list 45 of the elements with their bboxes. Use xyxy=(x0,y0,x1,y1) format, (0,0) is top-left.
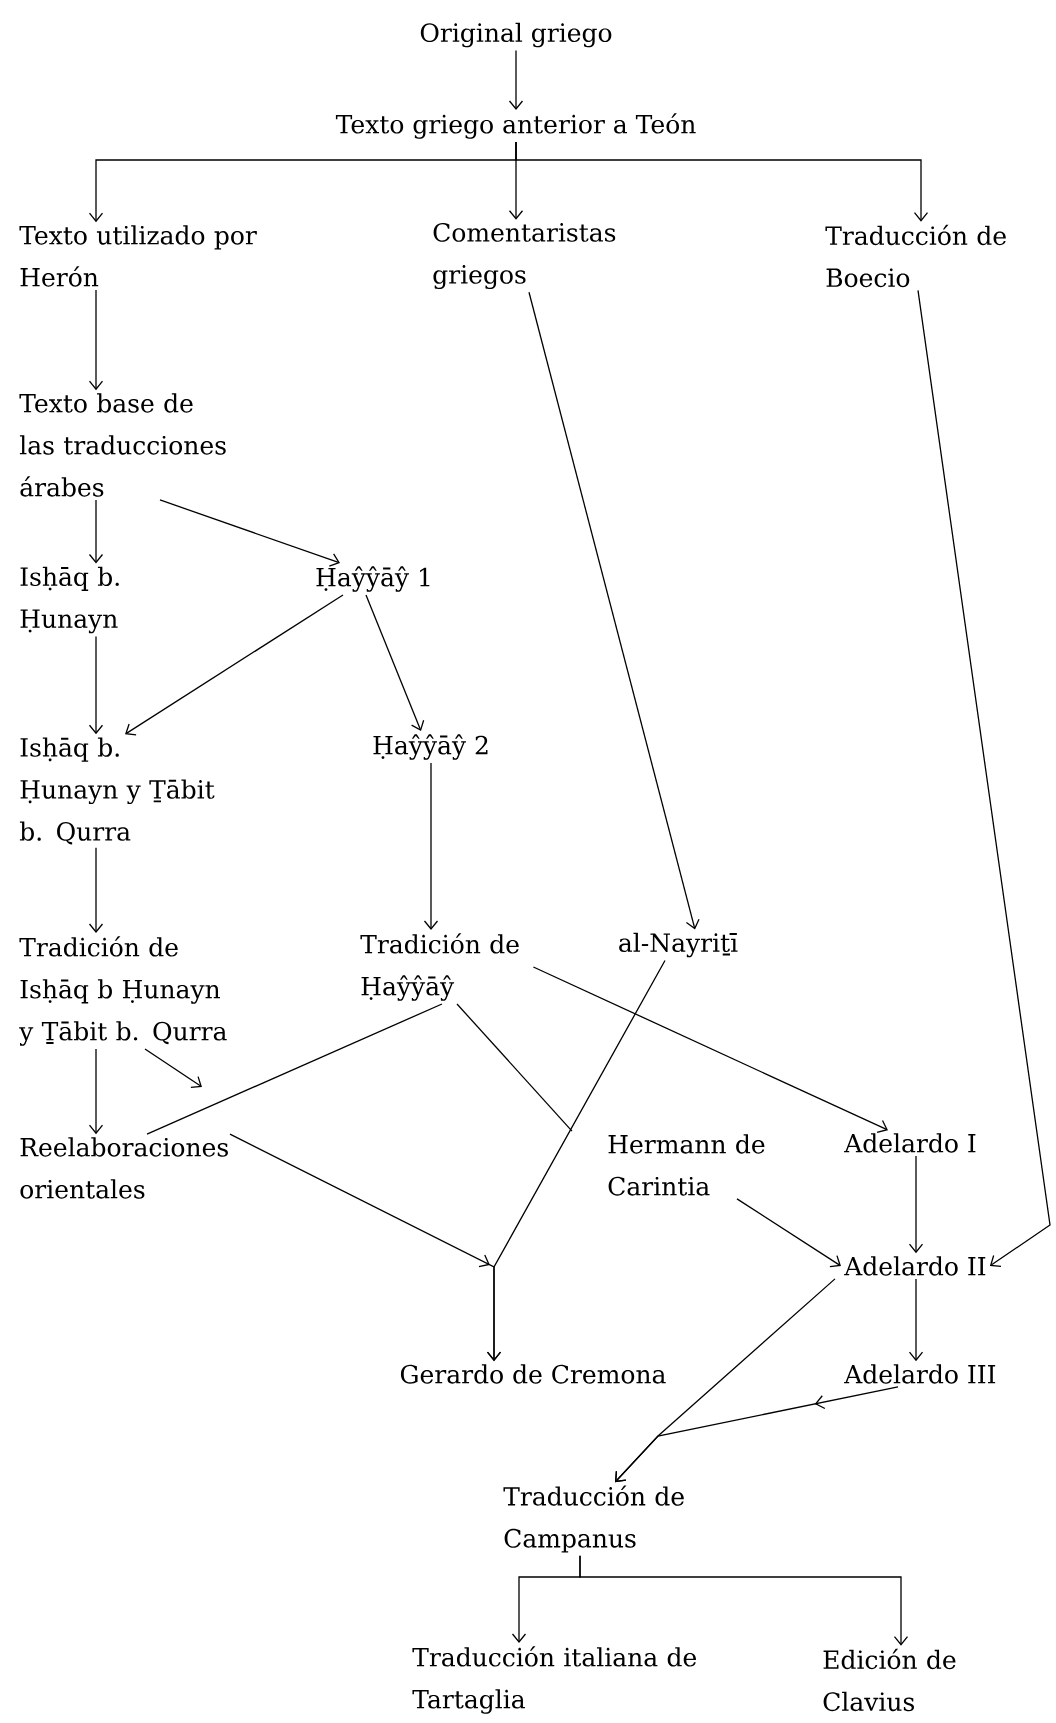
stage-label: Texto griego anterior a Teón xyxy=(335,113,696,139)
arrow xyxy=(88,635,104,735)
arrow xyxy=(144,1048,202,1089)
stage-label: Reelaboraciones orientales xyxy=(20,1137,228,1199)
stage-label: Original griego xyxy=(420,22,612,48)
stage-label: al-Nayriṯī xyxy=(619,932,738,958)
stage-label: Ḥaŷŷāŷ 1 xyxy=(316,566,430,592)
arrow xyxy=(908,1155,924,1254)
arrow xyxy=(88,1048,104,1135)
stage-label: Hermann de Carintia xyxy=(608,1134,765,1196)
arrow xyxy=(125,594,344,736)
stage-label: Gerardo de Cremona xyxy=(400,1364,666,1384)
arrow xyxy=(508,49,524,111)
stage-label: Tradición de Ḥaŷŷāŷ xyxy=(360,933,519,1001)
stage-label: Traducción italiana de Tartaglia xyxy=(412,1646,696,1714)
stage-label: Texto utilizado por Herón xyxy=(19,225,257,287)
stage-label: Traducción de Boecio xyxy=(825,224,1006,288)
arrow xyxy=(88,847,104,934)
arrow xyxy=(229,1133,502,1362)
connector-line xyxy=(456,1003,573,1132)
stage-label: Adelardo I xyxy=(844,1133,976,1153)
arrow xyxy=(423,762,439,931)
arrow xyxy=(532,966,888,1133)
arrow xyxy=(736,1198,841,1268)
arrow xyxy=(528,291,700,930)
stage-label: Adelardo II xyxy=(844,1256,986,1276)
arrow xyxy=(579,1555,909,1646)
arrow xyxy=(159,499,340,567)
arrow xyxy=(615,1386,899,1483)
stage-label: Isḥāq b. Ḥunayn xyxy=(20,566,119,634)
stage-label: Comentaristas griegos xyxy=(433,222,616,290)
arrow xyxy=(365,594,425,732)
stage-label: Ḥaŷŷāŷ 2 xyxy=(373,734,488,760)
arrow xyxy=(88,289,104,391)
stage-label: Tradición de Isḥāq b Ḥunayn y Ṯābit b. Qurra xyxy=(19,936,227,1046)
arrow xyxy=(515,141,929,222)
arrow xyxy=(908,1278,924,1362)
stage-label: Adelardo III xyxy=(844,1364,996,1384)
arrow xyxy=(88,499,104,564)
stage-label: Edición de Clavius xyxy=(823,1648,956,1712)
stage-label: Texto base de las traducciones árabes xyxy=(19,393,226,497)
connector-line xyxy=(146,1003,443,1135)
stage-label: Isḥāq b. Ḥunayn y Ṯābit b. Qurra xyxy=(19,737,215,845)
arrow xyxy=(917,289,1051,1267)
stage-label: Traducción de Campanus xyxy=(503,1485,684,1553)
